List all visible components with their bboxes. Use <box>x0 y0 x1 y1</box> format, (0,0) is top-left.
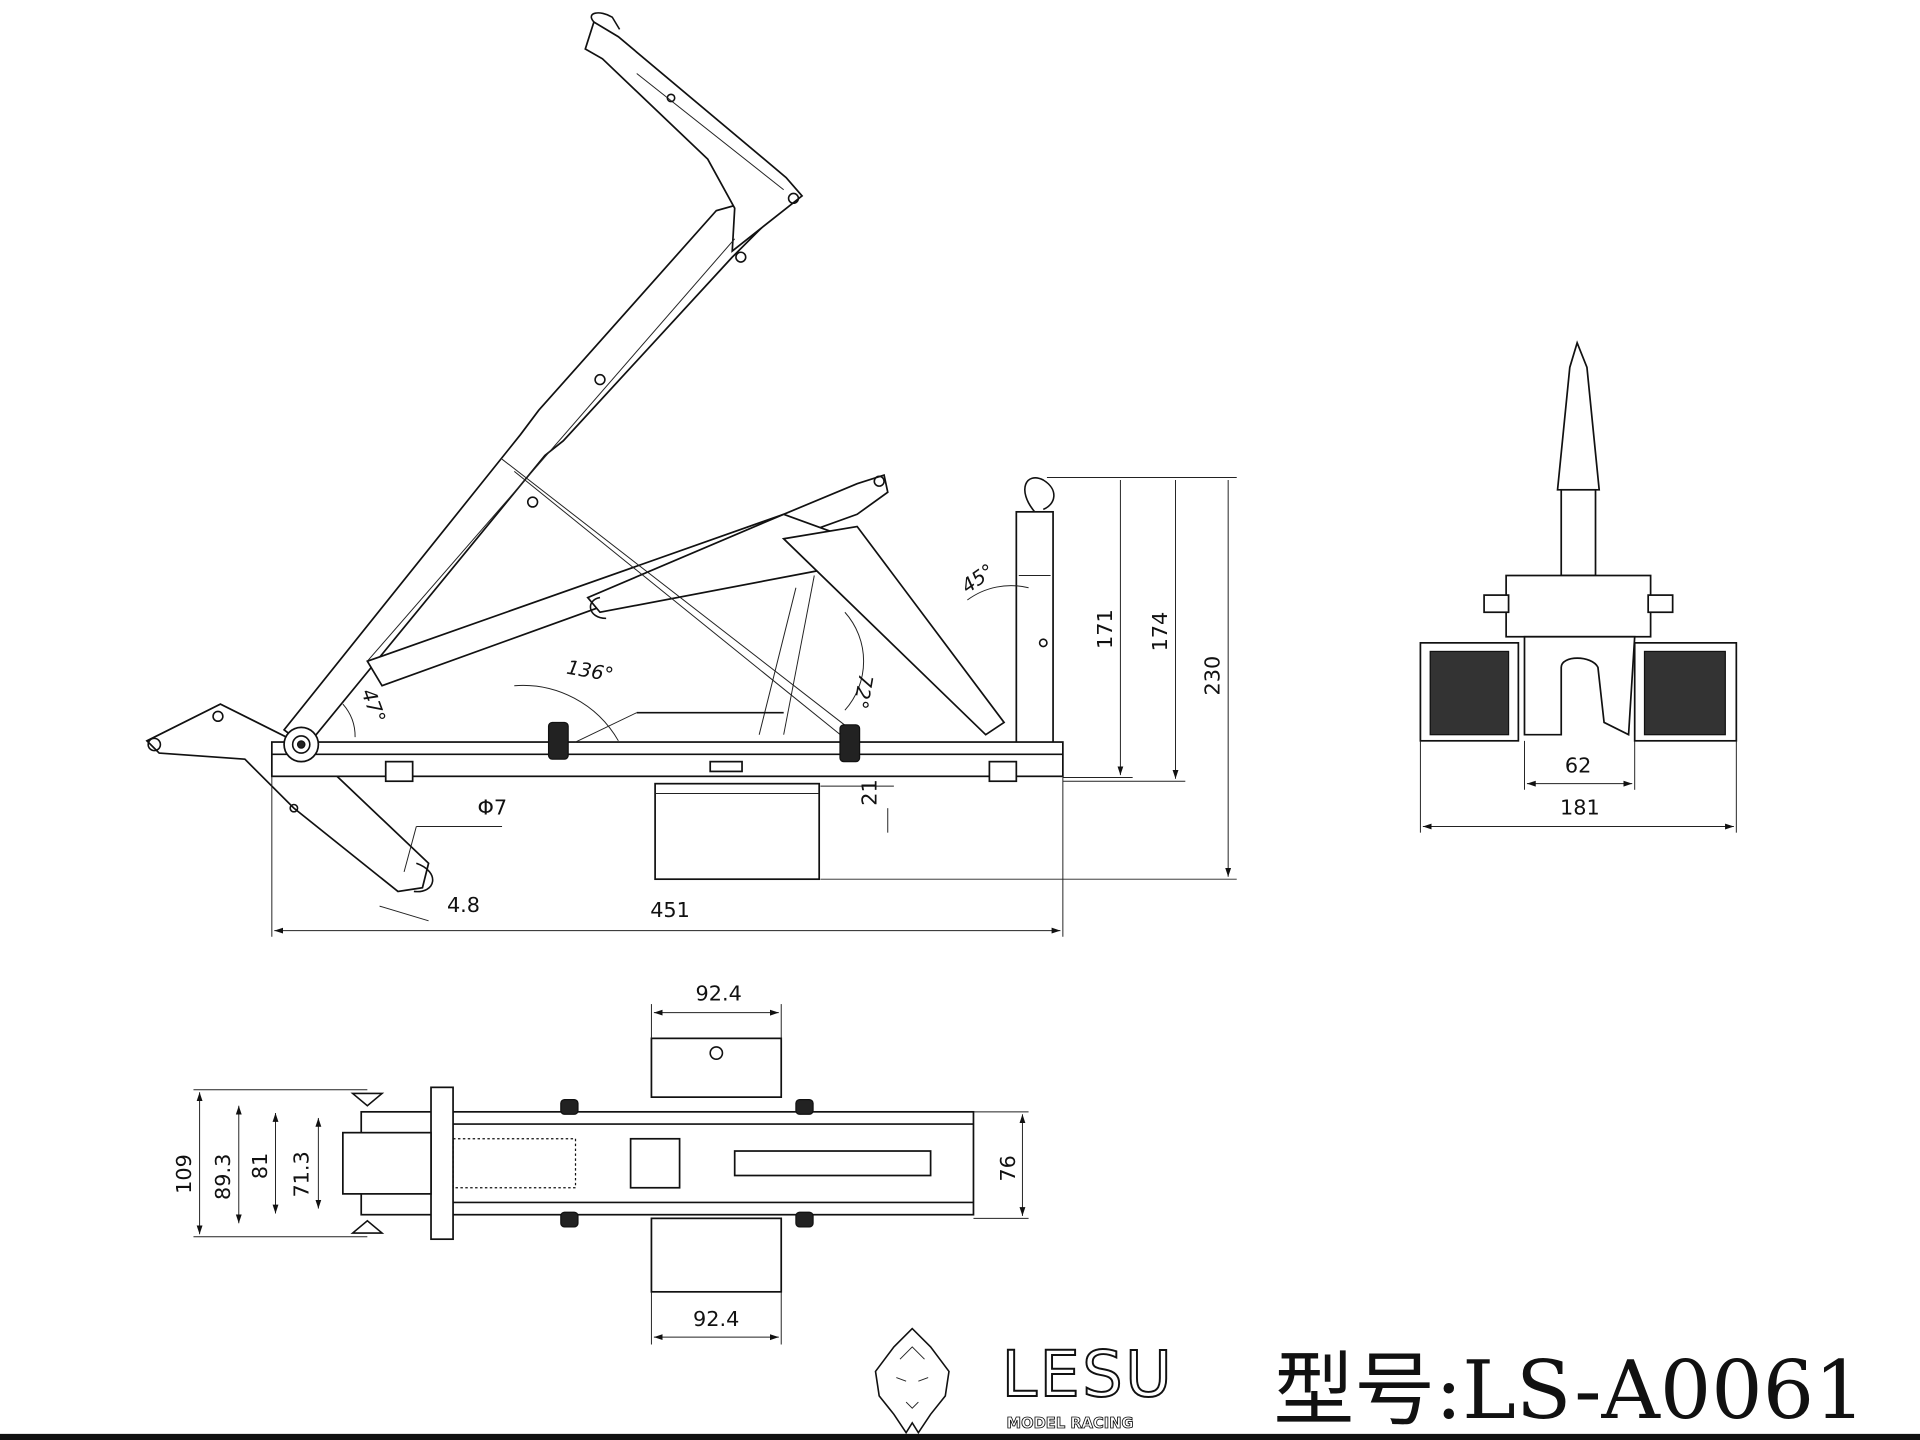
top-view: 92.4 92.4 109 89.3 81 71.3 76 <box>172 981 1029 1345</box>
dim-109: 109 <box>172 1154 196 1194</box>
brand-name: LESU <box>1002 1338 1174 1412</box>
angle-45: 45° <box>957 559 999 598</box>
dim-81: 81 <box>248 1153 272 1179</box>
main-frame <box>270 711 1064 783</box>
hook-upright <box>1015 477 1055 748</box>
dim-71-3: 71.3 <box>290 1151 314 1197</box>
dim-4-8: 4.8 <box>447 893 480 917</box>
dim-451: 451 <box>650 898 690 922</box>
rear-view: 62 181 <box>1419 340 1738 833</box>
lion-icon <box>874 1327 950 1435</box>
dim-171: 171 <box>1093 609 1117 649</box>
dim-89-3: 89.3 <box>211 1154 235 1200</box>
main-boom <box>282 12 804 749</box>
dim-21: 21 <box>858 779 882 805</box>
dim-230: 230 <box>1201 656 1225 696</box>
angle-136: 136° <box>565 656 615 687</box>
side-dimensions <box>271 477 1237 937</box>
boom-tip <box>1556 340 1601 491</box>
angle-47: 47° <box>357 686 390 726</box>
model-number: 型号:LS-A0061 <box>1273 1344 1865 1438</box>
angle-72: 72° <box>849 673 878 711</box>
lower-arm <box>145 703 434 893</box>
dim-phi7: Φ7 <box>478 795 508 819</box>
bottom-border <box>0 1433 1920 1440</box>
dim-174: 174 <box>1148 612 1172 652</box>
battery-box <box>654 782 821 881</box>
brand-logo: LESU MODEL RACING <box>874 1327 1174 1435</box>
brand-subtitle: MODEL RACING <box>1007 1415 1134 1432</box>
side-view: 171 174 230 451 21 4.8 Φ7 136° 47° 72° 4… <box>145 12 1237 937</box>
dim-76: 76 <box>996 1155 1020 1181</box>
rear-link <box>781 525 1006 736</box>
top-plate <box>650 1037 783 1098</box>
dim-62: 62 <box>1565 754 1591 778</box>
dim-92-4-bottom: 92.4 <box>693 1307 739 1331</box>
bottom-plate <box>650 1217 783 1293</box>
dim-92-4-top: 92.4 <box>696 981 742 1005</box>
dim-181: 181 <box>1560 795 1600 819</box>
